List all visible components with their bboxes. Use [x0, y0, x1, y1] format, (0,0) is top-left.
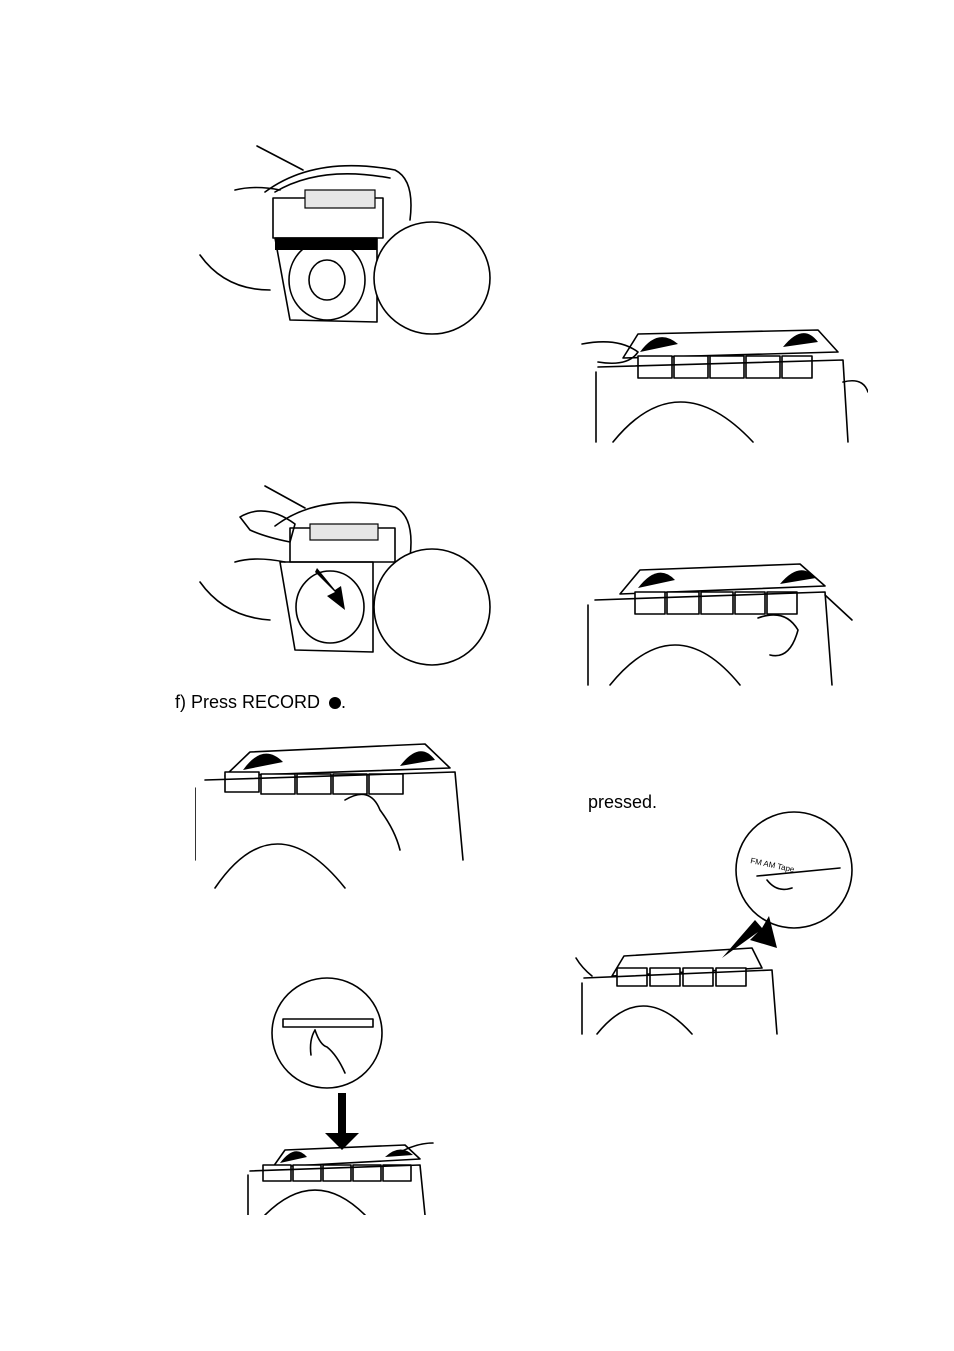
- boombox-insert-illustration: [195, 482, 495, 670]
- figure-function-selector: FM AM Tape: [572, 808, 872, 1040]
- deck-right-key-illustration: [580, 560, 855, 690]
- figure-boombox-front: [195, 140, 495, 340]
- figure-deck-right-key: [580, 560, 855, 690]
- figure-press-key-inset: [245, 975, 435, 1215]
- caption-period: .: [341, 692, 346, 712]
- figure-press-record: [195, 740, 480, 890]
- press-key-inset-illustration: [245, 975, 435, 1215]
- boombox-front-illustration: [195, 140, 495, 340]
- deck-left-key-illustration: [578, 322, 868, 457]
- figure-boombox-insert-cassette: [195, 482, 495, 670]
- press-record-illustration: [195, 740, 480, 890]
- figure-deck-left-key: [578, 322, 868, 457]
- step-f-caption: f) Press RECORD .: [175, 692, 346, 713]
- function-selector-illustration: FM AM Tape: [572, 808, 872, 1040]
- record-dot-icon: [329, 697, 341, 709]
- step-f-text: f) Press RECORD: [175, 692, 320, 712]
